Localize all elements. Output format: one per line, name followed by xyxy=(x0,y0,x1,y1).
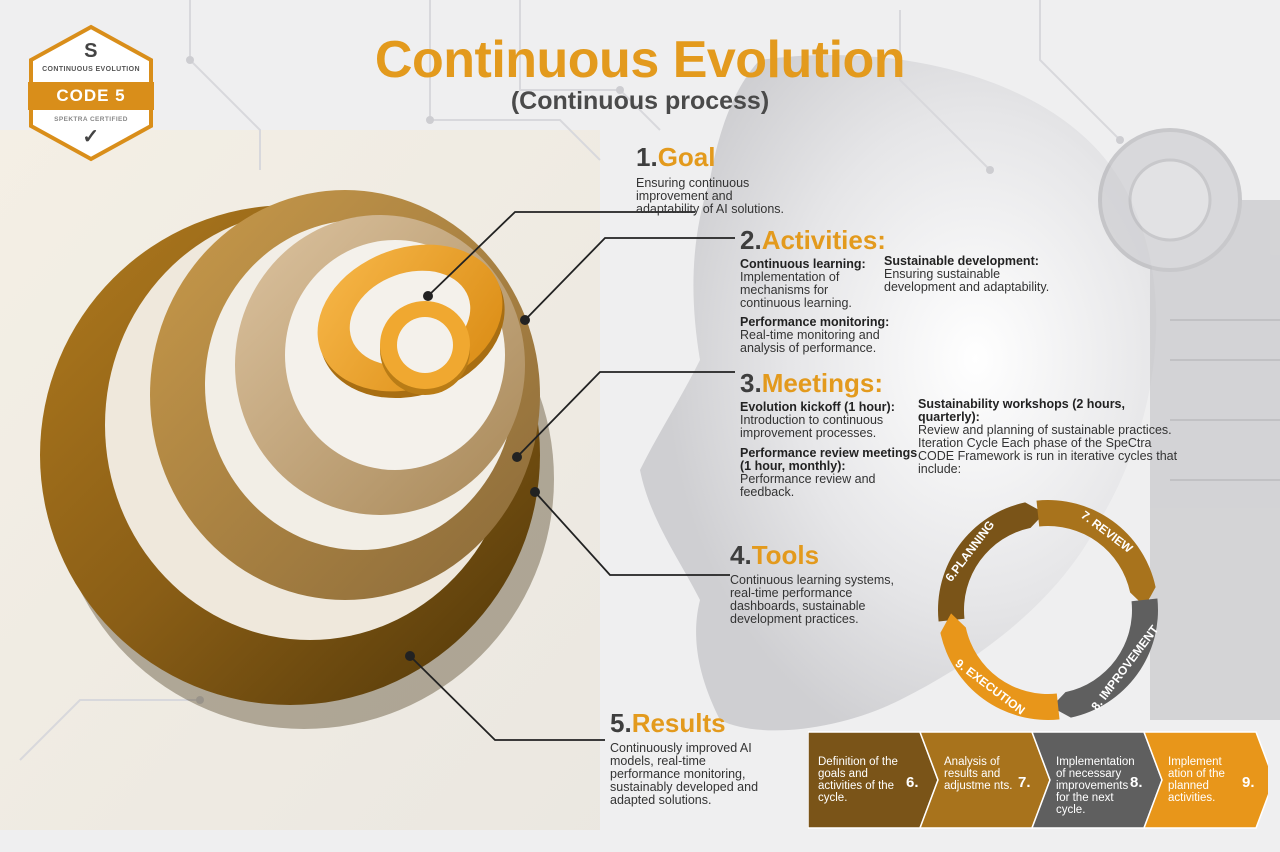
cycle-segment xyxy=(938,502,1045,622)
cycle-segment xyxy=(1051,598,1158,718)
activities-name: Activities: xyxy=(761,225,886,255)
activity-item: Performance monitoring: Real-time monito… xyxy=(740,316,910,355)
meeting-item: Evolution kickoff (1 hour): Introduction… xyxy=(740,401,910,440)
goal-heading: 1.Goal xyxy=(636,142,715,172)
meeting-title: Performance review meetings (1 hour, mon… xyxy=(740,446,918,473)
tools-num: 4. xyxy=(730,540,752,570)
meeting-text: Review and planning of sustainable pract… xyxy=(918,423,1172,437)
page-title: Continuous Evolution xyxy=(374,31,906,89)
badge-logo: S xyxy=(84,40,98,62)
goal-text: Ensuring continuous improvement and adap… xyxy=(636,176,785,216)
results-heading: 5.Results xyxy=(610,708,726,738)
connector-lines xyxy=(409,211,735,741)
activity-title: Sustainable development: xyxy=(884,254,1039,268)
process-step-arrow xyxy=(1142,731,1268,829)
meeting-text: Performance review and feedback. xyxy=(740,472,876,499)
iteration-text: Iteration Cycle Each phase of the SpeCtr… xyxy=(918,436,1178,476)
meetings-heading: 3.Meetings: xyxy=(740,368,883,398)
tools-heading: 4.Tools xyxy=(730,540,819,570)
process-step-number: 8. xyxy=(1130,774,1143,791)
activity-item: Sustainable development: Ensuring sustai… xyxy=(884,255,1059,294)
page-subtitle: (Continuous process) xyxy=(510,87,770,115)
goal-name: Goal xyxy=(657,142,716,172)
results-num: 5. xyxy=(610,708,632,738)
badge-certified: SPEKTRA CERTIFIED xyxy=(54,116,128,123)
badge-subtitle: CONTINUOUS EVOLUTION xyxy=(42,66,140,73)
process-step-number: 7. xyxy=(1018,774,1031,791)
process-step-text: Definition of the goals and activities o… xyxy=(818,756,898,804)
meetings-name: Meetings: xyxy=(761,368,884,398)
meetings-num: 3. xyxy=(740,368,762,398)
results-text: Continuously improved AI models, real-ti… xyxy=(610,741,759,807)
goal-num: 1. xyxy=(636,142,658,172)
activity-title: Performance monitoring: xyxy=(740,315,890,329)
activity-item: Continuous learning: Implementation of m… xyxy=(740,258,885,310)
activity-text: Implementation of mechanisms for continu… xyxy=(740,270,852,310)
tools-name: Tools xyxy=(751,540,820,570)
cycle-label: 8. IMPROVEMENT xyxy=(1088,622,1161,713)
results-name: Results xyxy=(631,708,726,738)
activity-title: Continuous learning: xyxy=(740,257,866,271)
check-icon: ✓ xyxy=(82,126,100,148)
meeting-item: Performance review meetings (1 hour, mon… xyxy=(740,447,918,499)
process-step-number: 6. xyxy=(906,774,919,791)
cycle-label: 9. EXECUTION xyxy=(953,656,1028,717)
activity-text: Ensuring sustainable development and ada… xyxy=(884,267,1050,294)
meeting-item: Sustainability workshops (2 hours, quart… xyxy=(918,398,1178,476)
activity-text: Real-time monitoring and analysis of per… xyxy=(740,328,880,355)
activities-heading: 2.Activities: xyxy=(740,225,886,255)
process-step-text: Implementation of necessary improvements… xyxy=(1056,756,1135,816)
meeting-text: Introduction to continuous improvement p… xyxy=(740,413,884,440)
certification-badge: S CONTINUOUS EVOLUTION CODE 5 SPEKTRA CE… xyxy=(24,24,158,162)
meeting-title: Evolution kickoff (1 hour): xyxy=(740,400,895,414)
process-steps-arrows xyxy=(808,731,1268,829)
process-step-text: Implement ation of the planned activitie… xyxy=(1168,756,1225,804)
meeting-title: Sustainability workshops (2 hours, quart… xyxy=(918,397,1125,424)
badge-code: CODE 5 xyxy=(28,82,154,110)
cycle-segment xyxy=(940,613,1060,720)
activities-num: 2. xyxy=(740,225,762,255)
cycle-segment xyxy=(1036,500,1156,607)
process-step-text: Analysis of results and adjustme nts. xyxy=(944,756,1013,792)
tools-text: Continuous learning systems, real-time p… xyxy=(730,573,894,626)
process-step-number: 9. xyxy=(1242,774,1255,791)
rings-illustration xyxy=(40,190,554,729)
